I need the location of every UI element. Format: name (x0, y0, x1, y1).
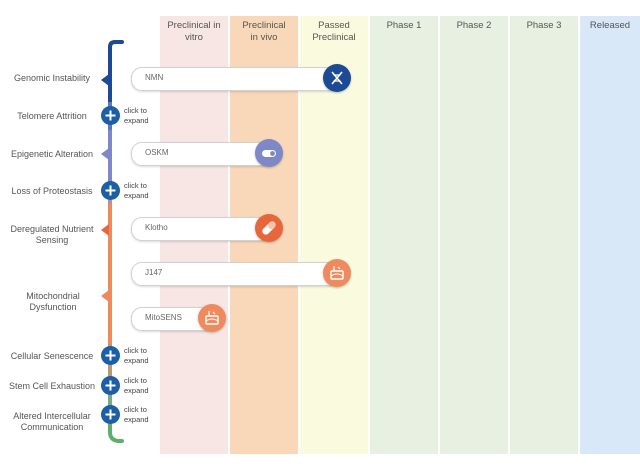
hallmark-stem-cell-exhaustion: Stem Cell Exhaustion (8, 381, 96, 391)
timeline-segment (108, 376, 112, 416)
timeline-marker (101, 224, 109, 236)
column-phase-2: Phase 2 (440, 16, 508, 454)
timeline-top-hook (108, 40, 124, 54)
therapy-pill-j147[interactable]: J147 (131, 262, 339, 286)
timeline-segment (108, 130, 112, 182)
hallmark-deregulated-nutrient-sensing: Deregulated Nutrient Sensing (10, 224, 94, 245)
column-header: Preclinical in vivo (242, 20, 286, 43)
petri-dish-icon[interactable] (323, 259, 351, 287)
column-header: Passed Preclinical (312, 20, 356, 43)
timeline-marker (101, 74, 109, 86)
therapy-label: J147 (145, 268, 163, 277)
timeline-marker (101, 148, 109, 160)
column-header: Preclinical in vitro (167, 20, 221, 43)
plus-icon[interactable] (101, 106, 120, 125)
therapy-label: Klotho (145, 223, 168, 232)
petri-dish-icon[interactable] (198, 304, 226, 332)
hallmark-epigenetic-alteration: Epigenetic Alteration (10, 149, 94, 159)
plus-icon[interactable] (101, 181, 120, 200)
therapy-pill-oskm[interactable]: OSKM (131, 142, 271, 166)
pill-icon[interactable] (255, 214, 283, 242)
hallmark-altered-intercellular-communication: Altered Intercellular Communication (13, 411, 91, 432)
timeline-marker (101, 290, 109, 302)
hallmark-telomere-attrition: Telomere Attrition (17, 111, 87, 121)
dna-icon[interactable] (323, 64, 351, 92)
plus-icon[interactable] (101, 346, 120, 365)
column-header: Phase 3 (526, 20, 562, 31)
therapy-label: NMN (145, 73, 164, 82)
plus-icon[interactable] (101, 405, 120, 424)
column-header: Phase 2 (456, 20, 492, 31)
column-phase-1: Phase 1 (370, 16, 438, 454)
therapy-label: MitoSENS (145, 313, 182, 322)
hallmark-loss-of-proteostasis: Loss of Proteostasis (11, 186, 93, 196)
therapy-label: OSKM (145, 148, 169, 157)
timeline-segment (108, 204, 112, 344)
plus-icon[interactable] (101, 376, 120, 395)
column-released: Released (580, 16, 640, 454)
therapy-pill-klotho[interactable]: Klotho (131, 217, 271, 241)
column-header: Phase 1 (386, 20, 422, 31)
column-phase-3: Phase 3 (510, 16, 578, 454)
therapy-pill-nmn[interactable]: NMN (131, 67, 339, 91)
column-header: Released (589, 20, 631, 31)
hallmark-mitochondrial-dysfunction: Mitochondrial Dysfunction (26, 291, 80, 312)
timeline-bottom-hook (108, 414, 124, 443)
hallmark-cellular-senescence: Cellular Senescence (10, 351, 94, 361)
hallmark-genomic-instability: Genomic Instability (13, 73, 91, 83)
toggle-icon[interactable] (255, 139, 283, 167)
timeline-segment (108, 52, 112, 102)
